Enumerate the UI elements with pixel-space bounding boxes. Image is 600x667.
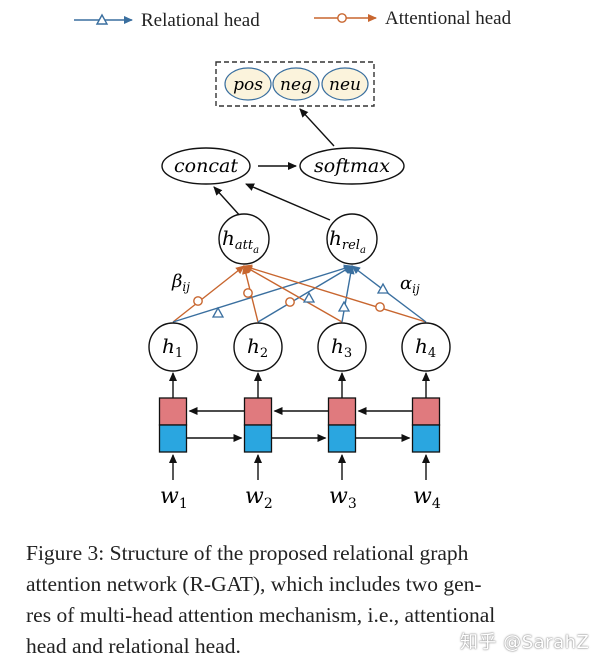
figure-caption: Figure 3: Structure of the proposed rela…	[26, 538, 578, 662]
triangle-marker-icon	[302, 291, 316, 303]
alpha-label: αij	[400, 273, 420, 296]
attentional-edge	[172, 265, 245, 323]
beta-label: βij	[171, 271, 190, 294]
attention-edges	[172, 264, 427, 323]
forward-state	[158, 424, 188, 453]
hidden-node-h1: h1	[148, 322, 198, 372]
caption-line: attention network (R-GAT), which include…	[26, 572, 482, 596]
concat-label: concat	[174, 155, 238, 177]
structure-edges	[213, 108, 335, 221]
hidden-nodes: h1 h2 h3 h4	[148, 322, 451, 372]
triangle-marker-icon	[211, 306, 225, 318]
circle-marker-icon	[243, 288, 253, 298]
h-rel-node: hrela	[326, 213, 378, 265]
h-att-label: hatta	[222, 226, 259, 256]
attentional-edge	[243, 264, 427, 323]
forward-state	[243, 424, 273, 453]
triangle-marker-icon	[95, 13, 109, 25]
lstm-cell	[327, 372, 357, 480]
lstm-cell	[158, 372, 188, 480]
backward-state	[411, 397, 441, 426]
word-inputs: w1 w2 w3 w4	[160, 484, 441, 512]
caption-line: Figure 3: Structure of the proposed rela…	[26, 541, 469, 565]
hidden-label: h2	[247, 334, 268, 361]
triangle-marker-icon	[376, 282, 390, 294]
concat-node: concat	[161, 147, 251, 185]
backward-state	[327, 397, 357, 426]
softmax-node: softmax	[299, 147, 405, 185]
legend-relational-label: Relational head	[141, 10, 260, 31]
backward-state	[243, 397, 273, 426]
relational-edge	[172, 264, 353, 323]
forward-state	[327, 424, 357, 453]
output-neg: neg	[272, 67, 320, 101]
output-label: pos	[233, 75, 263, 95]
output-label: neu	[329, 75, 361, 95]
h-att-node: hatta	[218, 213, 270, 265]
h-rel-label: hrela	[329, 226, 366, 256]
hidden-label: h4	[415, 334, 436, 361]
word-w4: w4	[413, 484, 441, 512]
softmax-to-output-arrow	[299, 108, 335, 147]
hidden-node-h2: h2	[233, 322, 283, 372]
circle-marker-icon	[285, 297, 295, 307]
watermark: 知乎 @SarahZ	[460, 632, 590, 653]
word-w1: w1	[160, 484, 188, 512]
hrel-to-concat-arrow	[245, 183, 331, 221]
circle-marker-icon	[375, 302, 385, 312]
hatt-to-concat-arrow	[213, 186, 243, 219]
output-label: neg	[280, 75, 312, 95]
word-w2: w2	[245, 484, 273, 512]
circle-marker-icon	[193, 296, 203, 306]
backward-state	[158, 397, 188, 426]
legend-attentional: Attentional head	[314, 8, 512, 29]
hidden-node-h3: h3	[317, 322, 367, 372]
relational-edge	[351, 265, 427, 323]
caption-line: head and relational head.	[26, 634, 241, 658]
triangle-marker-icon	[337, 300, 351, 312]
output-pos: pos	[224, 67, 272, 101]
softmax-label: softmax	[314, 155, 390, 177]
caption-line: res of multi-head attention mechanism, i…	[26, 603, 496, 627]
hidden-label: h1	[162, 334, 183, 361]
hidden-node-h4: h4	[401, 322, 451, 372]
relational-edge	[257, 265, 353, 323]
lstm-cell	[411, 372, 441, 480]
lstm-cell	[243, 372, 273, 480]
bilstm-layer	[158, 372, 441, 480]
hidden-label: h3	[331, 334, 352, 361]
forward-state	[411, 424, 441, 453]
output-neu: neu	[321, 67, 369, 101]
word-w3: w3	[329, 484, 357, 512]
attentional-edge	[243, 265, 343, 323]
legend-relational: Relational head	[74, 10, 260, 31]
relational-edge	[341, 265, 355, 323]
circle-marker-icon	[337, 13, 347, 23]
legend-attentional-label: Attentional head	[385, 8, 512, 29]
legend: Relational head Attentional head	[74, 8, 512, 31]
